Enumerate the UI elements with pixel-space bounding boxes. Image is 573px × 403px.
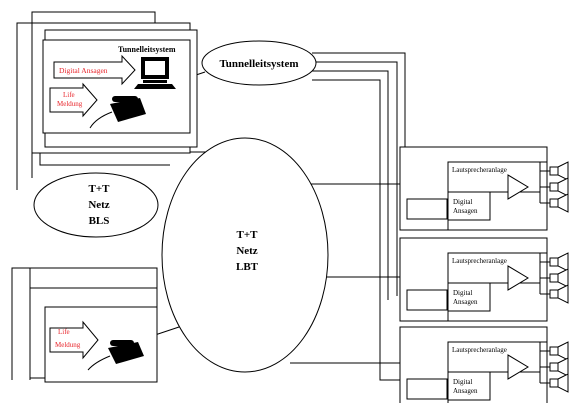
right-arrow-icon: [49, 82, 98, 118]
unit-digital-label-2: Ansagen: [453, 298, 478, 306]
top-frame-back-1: [16, 22, 32, 190]
unit-digital-label-2: Ansagen: [453, 207, 478, 215]
loudspeaker-cone: [557, 341, 569, 361]
unit-input-box: [406, 378, 448, 400]
net-lbt-ellipse: [161, 137, 329, 373]
top-life-label-1: Life: [63, 91, 75, 99]
loudspeaker-cone: [557, 193, 569, 213]
loudspeaker-icon: [549, 362, 559, 372]
net-bls-line-3: BLS: [89, 215, 110, 227]
top-screen-title: Tunnelleitsystem: [118, 45, 176, 54]
unit-title: Lautsprecheranlage: [452, 257, 507, 265]
loudspeaker-icon: [549, 257, 559, 267]
bottom-life-label-1: Life: [58, 328, 70, 336]
unit-digital-box: [447, 282, 491, 312]
right-arrow-icon: [49, 320, 99, 360]
loudspeaker-icon: [549, 198, 559, 208]
unit-digital-label-2: Ansagen: [453, 387, 478, 395]
tunnel-system-ellipse: [201, 40, 317, 86]
unit-input-box: [406, 198, 448, 220]
unit-digital-label-1: Digital: [453, 289, 472, 297]
net-lbt-line-2: Netz: [236, 245, 257, 257]
unit-digital-label-1: Digital: [453, 378, 472, 386]
loudspeaker-cone: [557, 252, 569, 272]
bottom-frame-back-1: [11, 267, 30, 380]
net-lbt-line-3: LBT: [236, 261, 259, 273]
tls-line-4: [312, 79, 400, 381]
net-bls-line-1: T+T: [89, 183, 111, 195]
loudspeaker-cone: [557, 268, 569, 288]
net-lbt-line-1: T+T: [237, 229, 259, 241]
loudspeaker-icon: [549, 346, 559, 356]
loudspeaker-icon: [549, 166, 559, 176]
telephone-icon: [89, 96, 146, 129]
telephone-icon: [87, 340, 144, 371]
loudspeaker-cone: [557, 161, 569, 181]
unit-digital-label-1: Digital: [453, 198, 472, 206]
unit-digital-box: [447, 371, 491, 401]
tls-line-2: [312, 61, 398, 296]
unit-title: Lautsprecheranlage: [452, 166, 507, 174]
net-bls-ellipse: [33, 172, 159, 238]
loudspeaker-icon: [549, 378, 559, 388]
amplifier-icon: [507, 174, 529, 200]
loudspeaker-icon: [549, 182, 559, 192]
top-digital-label: Digital Ansagen: [59, 66, 108, 75]
tls-line-3: [312, 70, 389, 300]
loudspeaker-cone: [557, 284, 569, 304]
unit-digital-box: [447, 191, 491, 221]
unit-title: Lautsprecheranlage: [452, 346, 507, 354]
loudspeaker-cone: [557, 373, 569, 393]
speaker-units: LautsprecheranlageDigitalAnsagenLautspre…: [399, 146, 569, 403]
loudspeaker-cone: [557, 357, 569, 377]
loudspeaker-icon: [549, 289, 559, 299]
tunnel-system-label: Tunnelleitsystem: [219, 58, 298, 70]
amplifier-icon: [507, 265, 529, 291]
tls-line-1: [312, 52, 406, 205]
loudspeaker-cone: [557, 177, 569, 197]
right-arrow-icon: [53, 54, 136, 86]
loudspeaker-icon: [549, 273, 559, 283]
computer-icon: [134, 57, 176, 89]
amplifier-icon: [507, 354, 529, 380]
unit-input-box: [406, 289, 448, 311]
bottom-life-label-2: Meldung: [55, 341, 81, 349]
top-life-label-2: Meldung: [57, 100, 83, 108]
net-bls-line-2: Netz: [88, 199, 109, 211]
